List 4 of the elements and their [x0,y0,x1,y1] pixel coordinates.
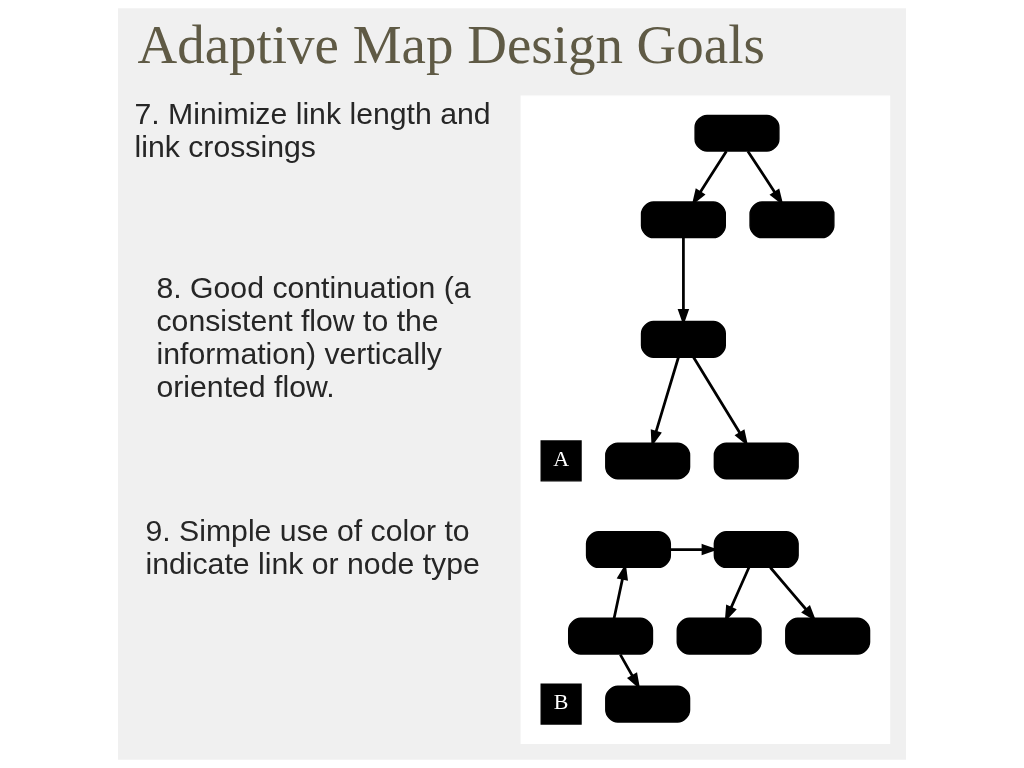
label: 8. Good continuation (a consistent flow to the information) vertically oriented flow. [156,270,471,403]
diagram-title: Adaptive Map Design Goals [137,14,765,76]
label: 9. Simple use of color to indicate link or node type [145,513,480,580]
label: 7. Minimize link length and link crossings [134,97,491,164]
